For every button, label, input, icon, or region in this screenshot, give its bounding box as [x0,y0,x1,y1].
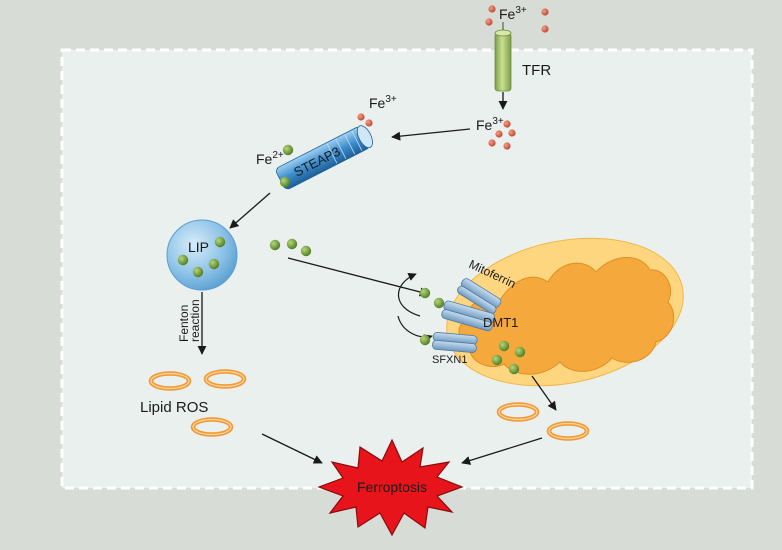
dmt1-transporter [441,300,496,332]
arrow-ros-to-ferroptosis [261,433,323,464]
tfr-label: TFR [522,62,551,79]
arrow-mito-to-ros [531,375,557,411]
fenton-label-line1: Fenton [177,305,191,342]
fe2-label: Fe2+ [256,150,284,167]
svg-text:Fe3+: Fe3+ [499,5,527,22]
svg-text:Fe3+: Fe3+ [476,116,504,133]
fe3-steap3-label: Fe3+ [369,94,397,111]
ferroptosis-burst [317,438,464,537]
lipid-ros-label: Lipid ROS [140,399,208,416]
sfxn1-label: SFXN1 [432,354,467,366]
ferroptosis-label: Ferroptosis [357,479,427,495]
arrow-to-mitochondria [287,257,429,297]
transferrin-receptor [494,22,512,92]
svg-text:Fe3+: Fe3+ [369,94,397,111]
arrow-mito-ros-to-ferroptosis [461,437,543,465]
lip-label: LIP [188,239,209,255]
arrow-fe3-to-steap3 [391,128,471,141]
svg-text:Fe2+: Fe2+ [256,150,284,167]
mitoferrin-transporter [457,278,502,314]
fe3-intracellular-label: Fe3+ [476,116,504,133]
fenton-label-line2: reaction [188,299,202,342]
dmt1-label: DMT1 [483,315,518,330]
arrow-steap3-to-lip [229,192,271,229]
sfxn1-transporter [432,332,478,353]
curved-arrow-upper [397,273,421,317]
fe3-extracellular-label: Fe3+ [499,5,527,22]
lip-sphere [166,219,238,291]
